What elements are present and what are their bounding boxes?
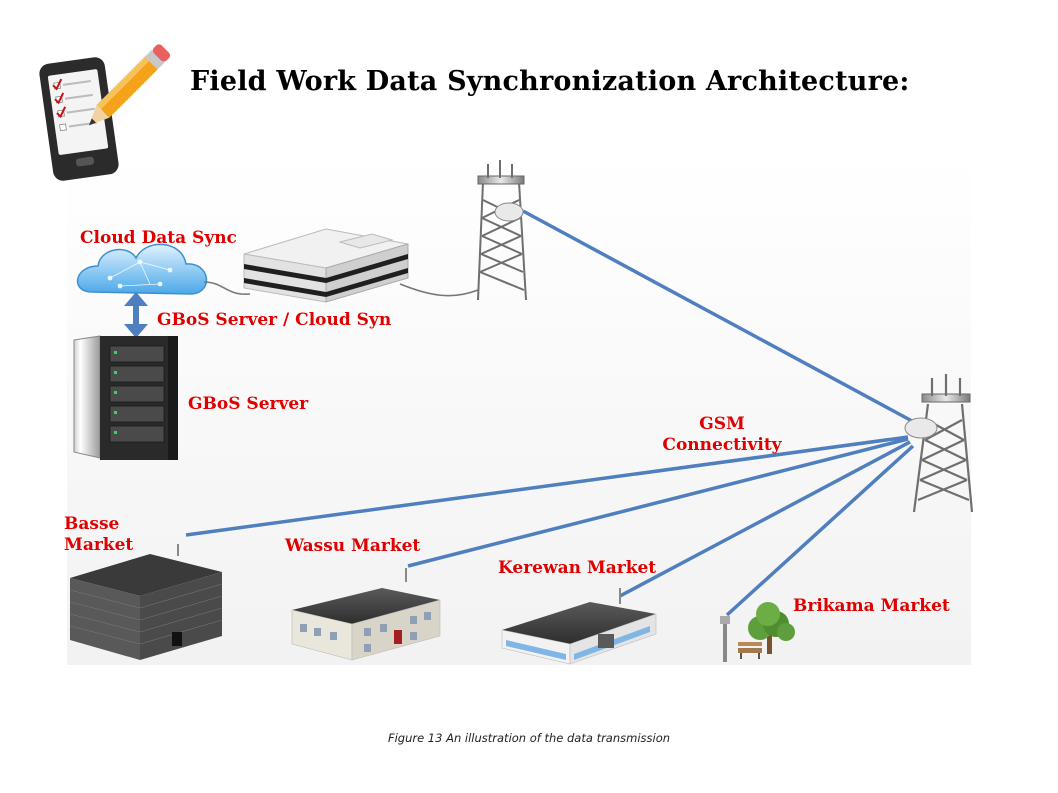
basse-label-line1: Basse <box>64 514 120 534</box>
link-basse <box>185 435 909 537</box>
smartphone-checklist-icon <box>39 57 119 181</box>
server-rack-icon <box>73 335 178 460</box>
kerewan-market-label: Kerewan Market <box>498 558 657 578</box>
wassu-market-label: Wassu Market <box>285 536 421 556</box>
link-tower-to-tower <box>522 209 926 430</box>
figure-caption: Figure 13 An illustration of the data tr… <box>387 731 671 745</box>
link-wassu <box>407 437 909 568</box>
bench-icon <box>738 642 762 659</box>
basse-market-label: Basse Market <box>64 514 133 556</box>
pencil-icon <box>88 44 171 126</box>
brikama-market-label: Brikama Market <box>793 596 950 616</box>
gsm-links <box>185 209 926 617</box>
building-icon <box>69 544 223 660</box>
gsm-tower-icon <box>904 374 974 513</box>
page-title: Field Work Data Synchronization Architec… <box>190 66 910 97</box>
tree-icon <box>748 602 795 654</box>
basse-label-line2: Market <box>64 535 134 555</box>
street-lamp-icon <box>720 616 730 662</box>
link-brikama <box>725 444 915 617</box>
gsm-tower-icon <box>477 160 527 301</box>
gsm-label-line2: Connectivity <box>662 435 782 455</box>
cloud-data-sync-label: Cloud Data Sync <box>80 228 237 248</box>
sync-double-arrow-icon <box>124 292 148 338</box>
building-icon <box>291 568 441 661</box>
gsm-connectivity-label: GSM Connectivity <box>662 414 782 456</box>
building-icon <box>501 588 657 665</box>
network-cables <box>203 281 479 297</box>
cloud-icon <box>76 243 208 295</box>
gbos-cloud-sync-label: GBoS Server / Cloud Syn <box>157 310 392 330</box>
link-kerewan <box>619 440 911 598</box>
gsm-label-line1: GSM <box>699 414 745 434</box>
network-switch-icon <box>243 228 409 303</box>
gbos-server-label: GBoS Server <box>188 394 309 414</box>
